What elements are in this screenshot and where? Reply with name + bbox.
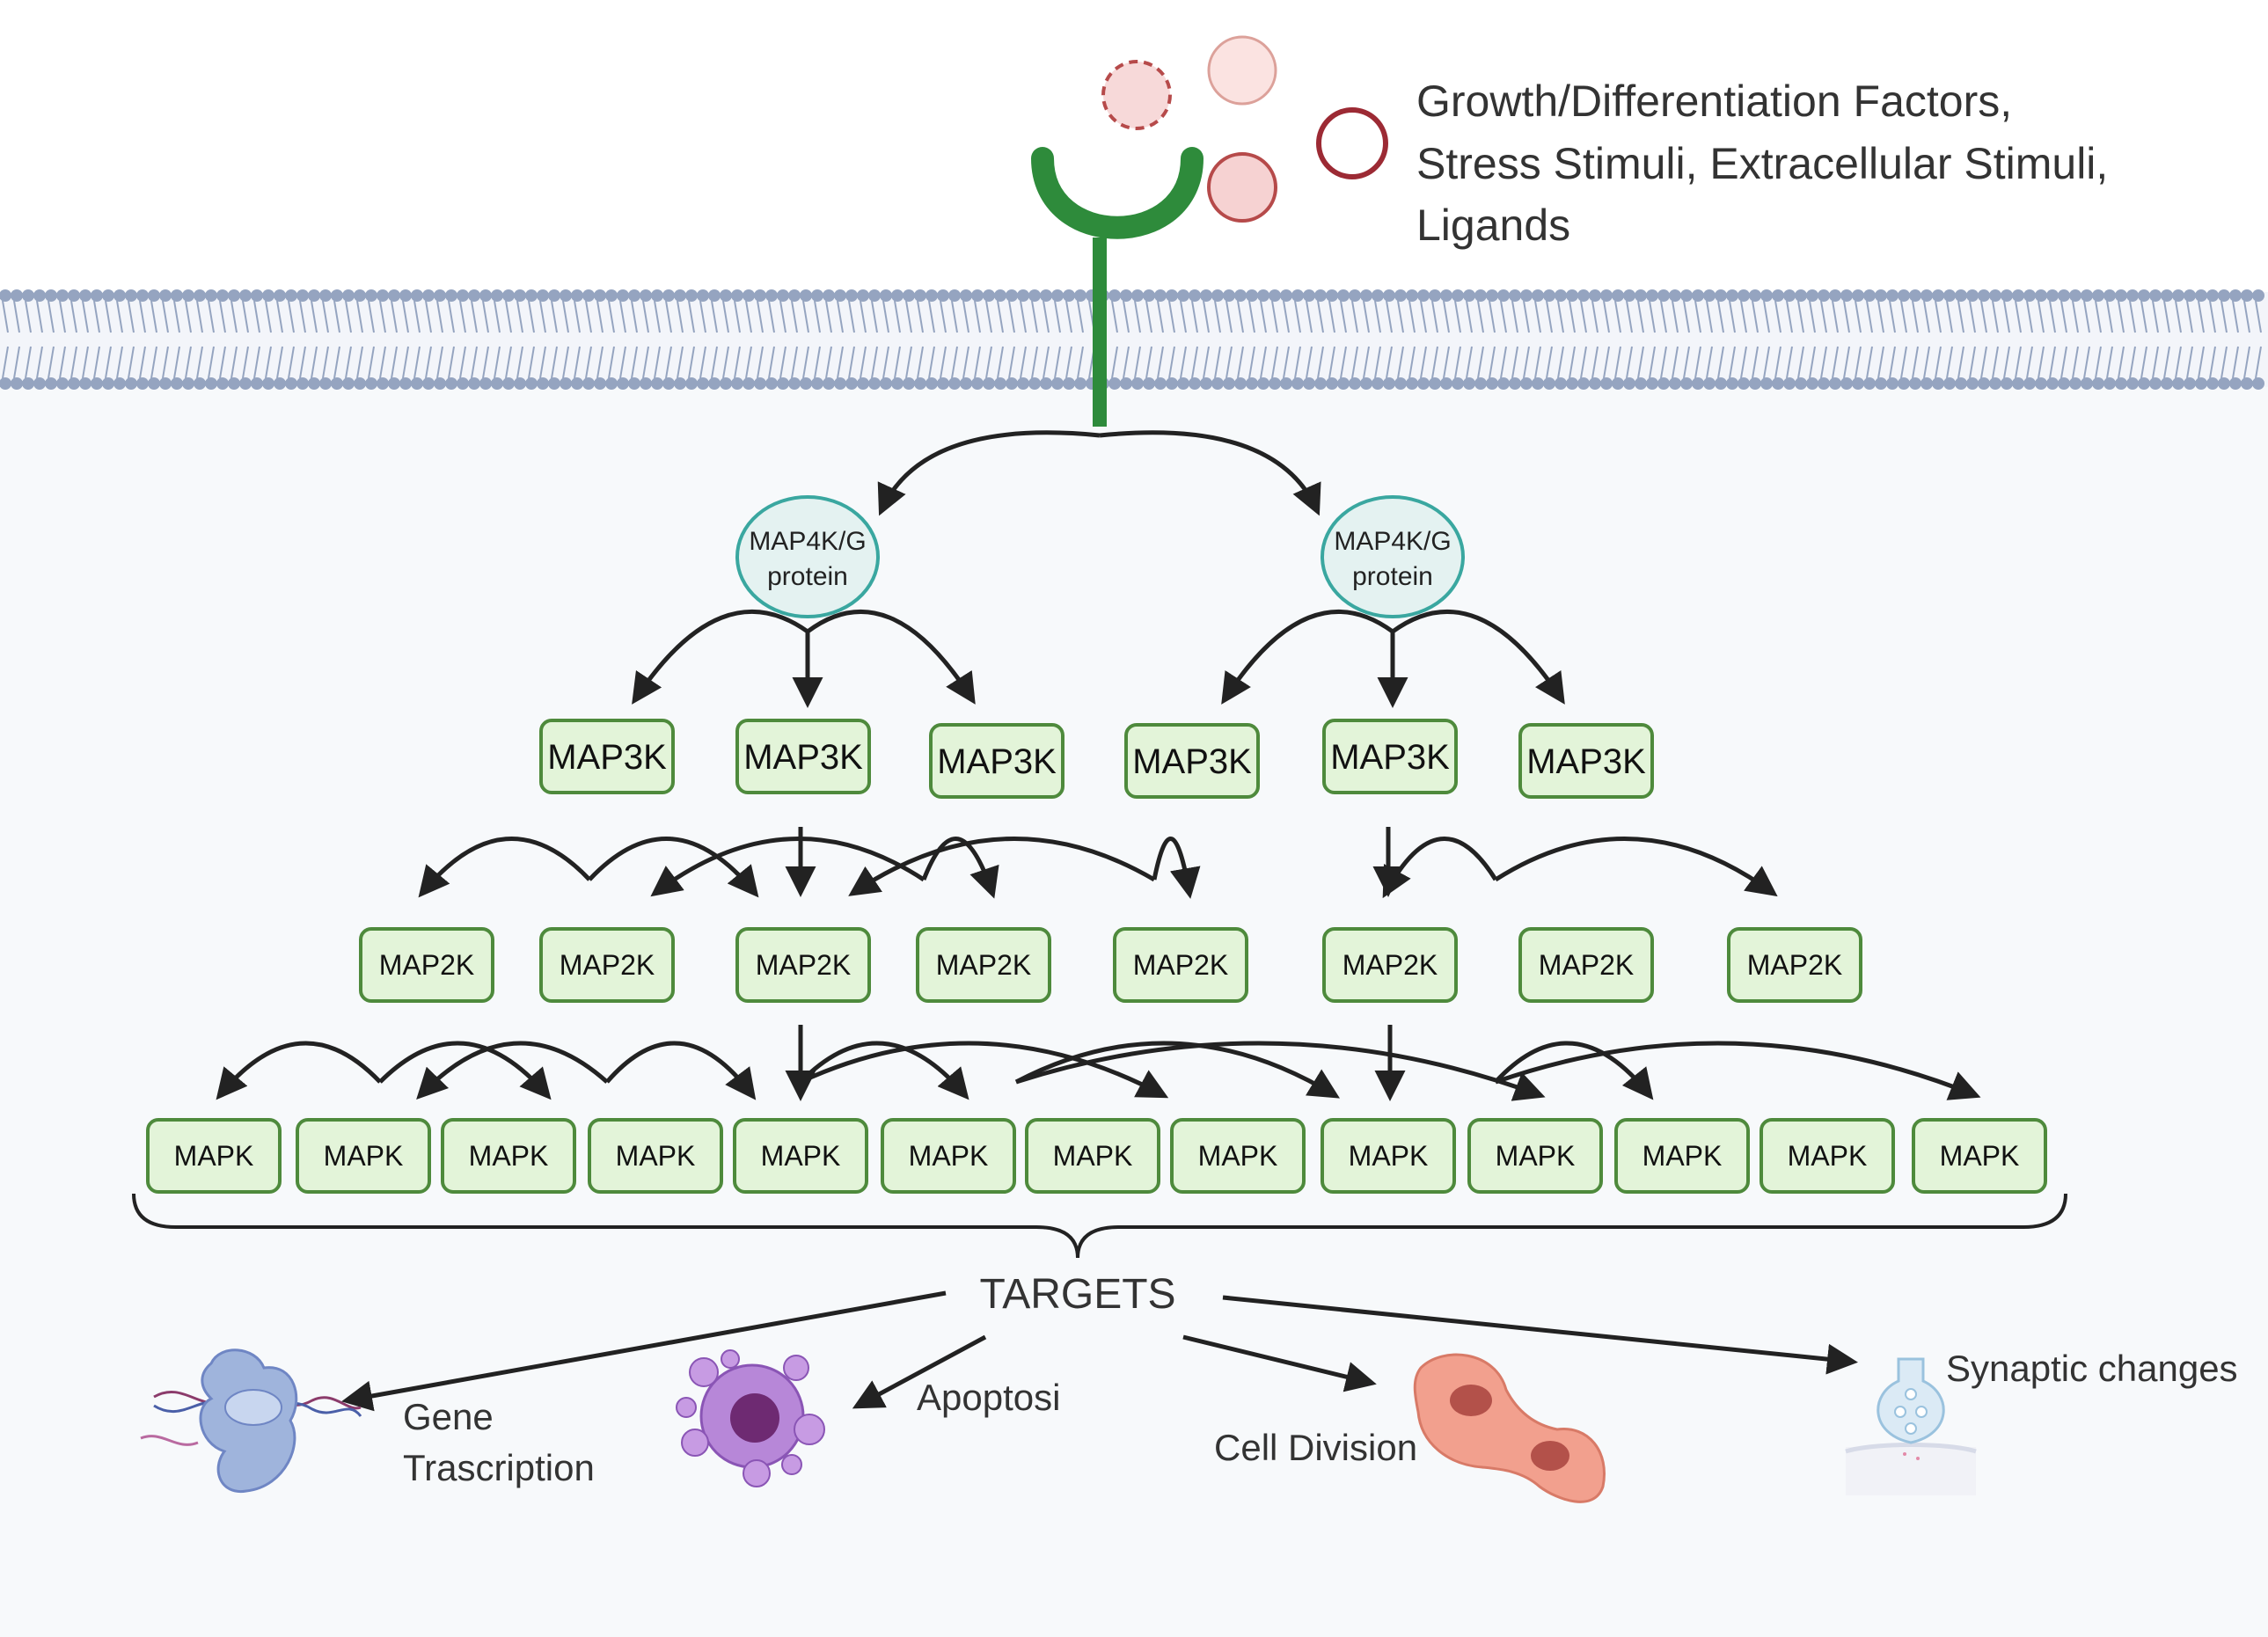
map4k-line-2: protein: [767, 562, 848, 591]
map3k-box: MAP3K: [735, 719, 871, 794]
map2k-box-label: MAP2K: [1539, 949, 1634, 981]
map2k-box: MAP2K: [359, 927, 494, 1003]
map2k-box-label: MAP2K: [379, 949, 474, 981]
map4k-node: MAP4K/G protein: [1321, 495, 1465, 618]
kinase-boxes: MAP3K MAP3K MAP3K MAP3K MAP3K MAP3K MAP2K MAP2K…: [146, 719, 2047, 1194]
mapk-box: MAPK: [1170, 1118, 1306, 1194]
targets-title: TARGETS: [979, 1271, 1175, 1318]
mapk-box-label: MAPK: [761, 1140, 841, 1172]
synaptic-label: Synaptic changes: [1946, 1348, 2238, 1389]
map2k-box-label: MAP2K: [1343, 949, 1438, 981]
map4k-node: MAP4K/G protein: [735, 495, 880, 618]
map4k-line-1: MAP4K/G: [749, 527, 866, 556]
stimuli-line-2: Stress Stimuli, Extracellular Stimuli,: [1416, 139, 2108, 188]
cell-division-label: Cell Division: [1214, 1427, 1417, 1468]
mapk-box-label: MAPK: [469, 1140, 549, 1172]
pathway-arrows: [216, 430, 1981, 1101]
mapk-box-label: MAPK: [1349, 1140, 1429, 1172]
map2k-box: MAP2K: [539, 927, 675, 1003]
map2k-box: MAP2K: [1727, 927, 1862, 1003]
mapk-box: MAPK: [1912, 1118, 2047, 1194]
mapk-box: MAPK: [441, 1118, 576, 1194]
cell-membrane: [0, 289, 2268, 390]
mapk-box-label: MAPK: [174, 1140, 254, 1172]
ligand-pink-icon: [1207, 152, 1277, 223]
map2k-box-label: MAP2K: [936, 949, 1031, 981]
mapk-box: MAPK: [1321, 1118, 1456, 1194]
map3k-box-label: MAP3K: [1132, 742, 1252, 781]
mapk-box: MAPK: [296, 1118, 431, 1194]
mapk-box: MAPK: [588, 1118, 723, 1194]
map2k-box-label: MAP2K: [756, 949, 851, 981]
ligand-dashed-icon: [1101, 60, 1172, 130]
map3k-box: MAP3K: [1518, 723, 1654, 799]
mapk-box-label: MAPK: [324, 1140, 404, 1172]
map3k-box-label: MAP3K: [743, 738, 863, 777]
stimuli-line-3: Ligands: [1416, 201, 1570, 250]
mapk-box: MAPK: [881, 1118, 1016, 1194]
map2k-box: MAP2K: [735, 927, 871, 1003]
map3k-box: MAP3K: [929, 723, 1064, 799]
mapk-box: MAPK: [1760, 1118, 1895, 1194]
map3k-box-label: MAP3K: [937, 742, 1057, 781]
map2k-box: MAP2K: [916, 927, 1051, 1003]
gene-label-line-2: Trascription: [403, 1447, 595, 1488]
mapk-box-label: MAPK: [1940, 1140, 2020, 1172]
ligand-circles: [1101, 35, 1388, 223]
mapk-box: MAPK: [733, 1118, 868, 1194]
ligand-ring-icon: [1316, 107, 1388, 179]
receptor-icon: [1031, 147, 1204, 427]
map2k-box-label: MAP2K: [560, 949, 655, 981]
synapse-icon: [1845, 1357, 1977, 1495]
map3k-box-label: MAP3K: [1330, 738, 1450, 777]
map2k-box-label: MAP2K: [1747, 949, 1842, 981]
mapk-box-label: MAPK: [1496, 1140, 1576, 1172]
stimuli-label: Growth/Differentiation Factors, Stress S…: [1416, 77, 2108, 250]
mapk-box-label: MAPK: [1198, 1140, 1278, 1172]
map4k-line-2: protein: [1352, 562, 1433, 591]
map3k-box-label: MAP3K: [1526, 742, 1646, 781]
mapk-box-label: MAPK: [1053, 1140, 1133, 1172]
map3k-box: MAP3K: [1124, 723, 1260, 799]
map2k-box: MAP2K: [1518, 927, 1654, 1003]
map4k-line-1: MAP4K/G: [1334, 527, 1451, 556]
ligand-light-icon: [1207, 35, 1277, 106]
cell-division-icon: [1413, 1353, 1606, 1503]
map3k-box: MAP3K: [539, 719, 675, 794]
mapk-box: MAPK: [1614, 1118, 1750, 1194]
mapk-box-label: MAPK: [1788, 1140, 1868, 1172]
map3k-box: MAP3K: [1322, 719, 1458, 794]
map2k-box-label: MAP2K: [1133, 949, 1228, 981]
mapk-box: MAPK: [1467, 1118, 1603, 1194]
mapk-box-label: MAPK: [616, 1140, 696, 1172]
apoptosis-label: Apoptosi: [917, 1377, 1060, 1418]
map2k-box: MAP2K: [1113, 927, 1248, 1003]
mapk-box: MAPK: [1025, 1118, 1160, 1194]
map2k-box: MAP2K: [1322, 927, 1458, 1003]
mapk-box: MAPK: [146, 1118, 282, 1194]
gene-transcription-icon: [140, 1348, 362, 1493]
gene-label-line-1: Gene: [403, 1396, 494, 1437]
map3k-box-label: MAP3K: [547, 738, 667, 777]
mapk-box-label: MAPK: [909, 1140, 989, 1172]
apoptosis-cell-icon: [676, 1349, 825, 1487]
mapk-box-label: MAPK: [1642, 1140, 1723, 1172]
stimuli-line-1: Growth/Differentiation Factors,: [1416, 77, 2012, 126]
target-arrows: [341, 1290, 1858, 1412]
targets-brace: [132, 1193, 2067, 1259]
